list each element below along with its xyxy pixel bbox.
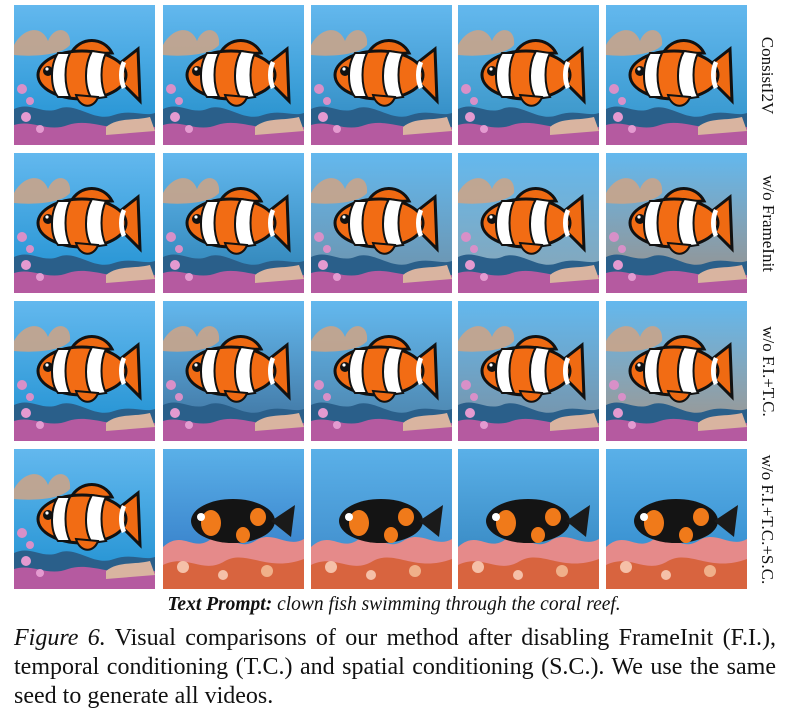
clownfish-orange: [628, 335, 734, 403]
video-frame: [163, 153, 304, 293]
frame-image: [14, 5, 155, 145]
coral-reef: [311, 178, 452, 293]
coral-reef: [458, 326, 599, 441]
coral-reef: [606, 30, 747, 145]
row-label: w/o F.I.+T.C.+S.C.: [752, 449, 784, 589]
frame-image: [458, 449, 599, 589]
video-frame: [14, 153, 155, 293]
frame-image: [311, 153, 452, 293]
coral-reef: [458, 535, 599, 589]
coral-reef: [163, 535, 304, 589]
coral-reef: [163, 326, 304, 441]
row-label-text: w/o FrameInit: [758, 174, 778, 272]
row-label: w/o F.I.+T.C.: [752, 301, 784, 441]
comparison-grid: [14, 5, 750, 591]
clownfish-orange: [36, 335, 142, 403]
clownfish-dark: [486, 499, 590, 543]
frame-image: [458, 5, 599, 145]
coral-reef: [606, 326, 747, 441]
video-frame: [458, 5, 599, 145]
video-frame: [311, 301, 452, 441]
coral-reef: [606, 535, 747, 589]
coral-reef: [14, 326, 155, 441]
frame-image: [606, 5, 747, 145]
figure-caption-label: Figure 6.: [14, 625, 106, 651]
clownfish-orange: [628, 39, 734, 107]
coral-reef: [311, 326, 452, 441]
frame-image: [606, 153, 747, 293]
clownfish-orange: [480, 187, 586, 255]
video-frame: [311, 5, 452, 145]
video-frame: [311, 449, 452, 589]
clownfish-orange: [480, 39, 586, 107]
clownfish-dark: [339, 499, 443, 543]
coral-reef: [14, 178, 155, 293]
frame-image: [458, 301, 599, 441]
frame-image: [14, 449, 155, 589]
row-label-text: w/o F.I.+T.C.: [758, 325, 778, 417]
clownfish-orange: [36, 39, 142, 107]
clownfish-orange: [628, 187, 734, 255]
video-frame: [458, 301, 599, 441]
frame-image: [311, 301, 452, 441]
video-frame: [163, 301, 304, 441]
row-label: w/o FrameInit: [752, 153, 784, 293]
video-frame: [14, 449, 155, 589]
clownfish-orange: [36, 483, 142, 551]
coral-reef: [163, 178, 304, 293]
frame-image: [458, 153, 599, 293]
frame-image: [163, 153, 304, 293]
coral-reef: [606, 178, 747, 293]
video-frame: [163, 5, 304, 145]
video-frame: [311, 153, 452, 293]
frame-image: [606, 301, 747, 441]
text-prompt-label: Text Prompt:: [167, 594, 273, 615]
video-frame: [606, 449, 747, 589]
clownfish-orange: [480, 335, 586, 403]
frame-image: [14, 153, 155, 293]
clownfish-orange: [36, 187, 142, 255]
clownfish-orange: [333, 187, 439, 255]
clownfish-dark: [634, 499, 738, 543]
clownfish-orange: [185, 335, 291, 403]
text-prompt: Text Prompt: clown fish swimming through…: [0, 594, 788, 616]
frame-image: [163, 5, 304, 145]
frame-image: [14, 301, 155, 441]
clownfish-orange: [333, 39, 439, 107]
figure-caption-text: Visual comparisons of our method after d…: [14, 625, 776, 709]
clownfish-orange: [333, 335, 439, 403]
coral-reef: [458, 178, 599, 293]
coral-reef: [311, 535, 452, 589]
frame-image: [606, 449, 747, 589]
row-label: ConsistI2V: [752, 5, 784, 145]
coral-reef: [311, 30, 452, 145]
clownfish-orange: [185, 187, 291, 255]
row-label-text: w/o F.I.+T.C.+S.C.: [758, 454, 778, 584]
frame-image: [163, 301, 304, 441]
video-frame: [163, 449, 304, 589]
video-frame: [14, 5, 155, 145]
frame-image: [311, 5, 452, 145]
text-prompt-value: clown fish swimming through the coral re…: [277, 594, 621, 615]
frame-image: [163, 449, 304, 589]
coral-reef: [458, 30, 599, 145]
coral-reef: [14, 30, 155, 145]
video-frame: [14, 301, 155, 441]
video-frame: [458, 153, 599, 293]
clownfish-orange: [185, 39, 291, 107]
video-frame: [606, 5, 747, 145]
frame-image: [311, 449, 452, 589]
video-frame: [458, 449, 599, 589]
video-frame: [606, 153, 747, 293]
video-frame: [606, 301, 747, 441]
coral-reef: [14, 474, 155, 589]
clownfish-dark: [191, 499, 295, 543]
coral-reef: [163, 30, 304, 145]
row-label-text: ConsistI2V: [758, 36, 778, 114]
figure-caption: Figure 6. Visual comparisons of our meth…: [14, 624, 776, 711]
